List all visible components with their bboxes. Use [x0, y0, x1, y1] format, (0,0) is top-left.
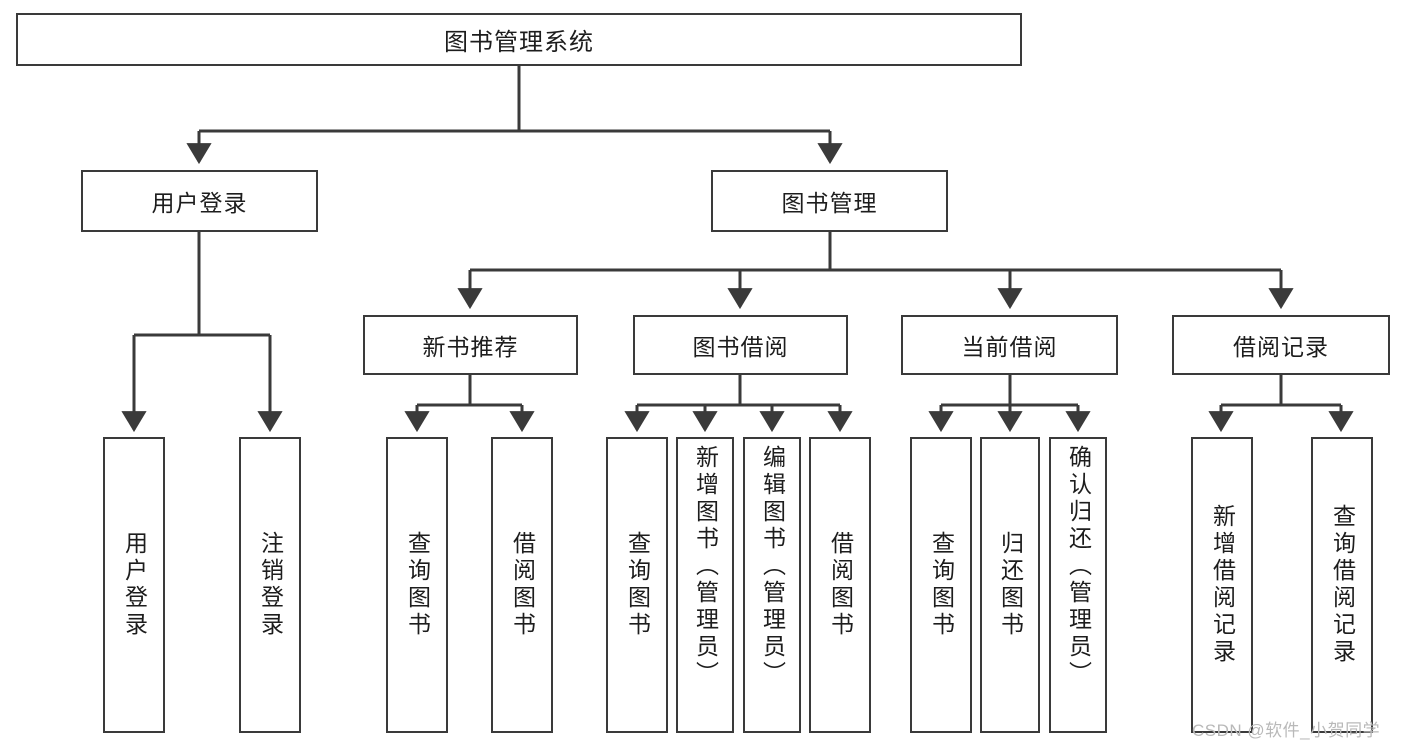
node-new-book-recommend[interactable]: 新书推荐 — [363, 315, 578, 375]
leaf-add-borrow-record[interactable]: 新增借阅记录 — [1191, 437, 1253, 733]
leaf-logout-login[interactable]: 注销登录 — [239, 437, 301, 733]
csdn-watermark: CSDN @软件_小贺同学 — [1192, 721, 1381, 740]
leaf-confirm-return-admin[interactable]: 确认归还（管理员） — [1049, 437, 1107, 733]
leaf-borrow-book-2[interactable]: 借阅图书 — [809, 437, 871, 733]
leaf-return-book[interactable]: 归还图书 — [980, 437, 1040, 733]
node-borrow-record[interactable]: 借阅记录 — [1172, 315, 1390, 375]
node-book-manage[interactable]: 图书管理 — [711, 170, 948, 232]
node-root-system[interactable]: 图书管理系统 — [16, 13, 1022, 66]
leaf-query-borrow-record[interactable]: 查询借阅记录 — [1311, 437, 1373, 733]
node-current-borrow[interactable]: 当前借阅 — [901, 315, 1118, 375]
leaf-edit-book-admin[interactable]: 编辑图书（管理员） — [743, 437, 801, 733]
leaf-borrow-book-1[interactable]: 借阅图书 — [491, 437, 553, 733]
leaf-add-book-admin[interactable]: 新增图书（管理员） — [676, 437, 734, 733]
node-book-borrow[interactable]: 图书借阅 — [633, 315, 848, 375]
leaf-user-login[interactable]: 用户登录 — [103, 437, 165, 733]
leaf-query-book-3[interactable]: 查询图书 — [910, 437, 972, 733]
leaf-query-book-2[interactable]: 查询图书 — [606, 437, 668, 733]
leaf-query-book-1[interactable]: 查询图书 — [386, 437, 448, 733]
node-user-login[interactable]: 用户登录 — [81, 170, 318, 232]
